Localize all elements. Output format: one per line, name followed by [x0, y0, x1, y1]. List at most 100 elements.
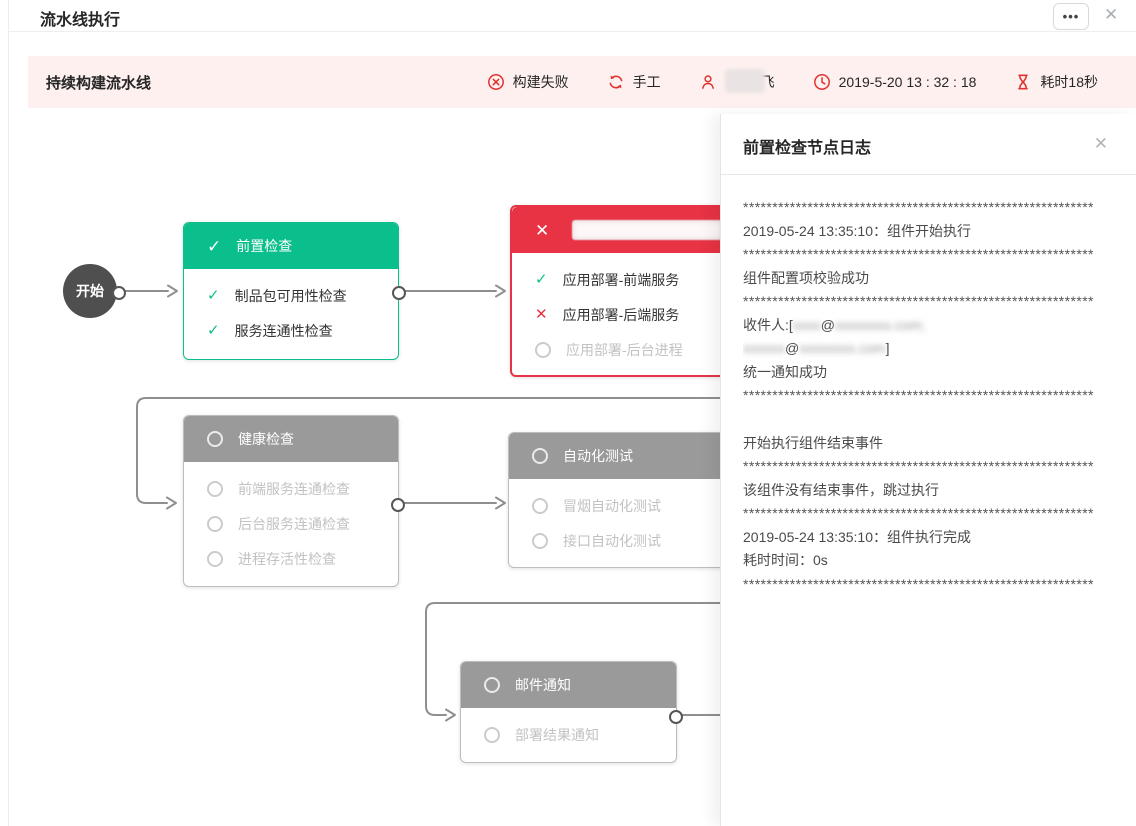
pending-circle-icon — [207, 431, 223, 447]
step-label: 后台服务连通检查 — [238, 515, 350, 532]
log-line: 2019-05-24 13:35:10：组件执行完成 — [743, 528, 971, 545]
pending-circle-icon — [207, 480, 223, 497]
build-result-item: 构建失败 — [487, 72, 569, 92]
node-step: ✓ 应用部署-前端服务 — [512, 262, 744, 297]
node-pre-check[interactable]: ✓ 前置检查 ✓ 制品包可用性检查 ✓ 服务连通性检查 — [183, 222, 399, 360]
log-text: 收件人:[ — [743, 316, 793, 333]
node-deploy-body: ✓ 应用部署-前端服务 ✕ 应用部署-后端服务 应用部署-后台进程 — [512, 253, 744, 367]
pending-circle-icon — [532, 532, 548, 549]
node-auto-test-header: 自动化测试 — [509, 433, 745, 479]
trigger-mode-label: 手工 — [632, 74, 661, 90]
log-line: 2019-05-24 13:35:10：组件开始执行 — [743, 222, 971, 239]
log-content: ****************************************… — [721, 175, 1136, 596]
log-separator: ****************************************… — [743, 505, 1094, 521]
step-label: 应用部署-后端服务 — [562, 306, 680, 323]
node-health-check[interactable]: 健康检查 前端服务连通检查 后台服务连通检查 进程存活性检查 — [183, 415, 399, 587]
log-line: 组件配置项校验成功 — [743, 269, 869, 286]
executor-item: 龙飞 — [699, 69, 775, 93]
duration-label: 耗时18秒 — [1040, 74, 1098, 90]
check-icon: ✓ — [207, 236, 222, 256]
log-panel-close-icon[interactable]: ✕ — [1093, 134, 1108, 153]
step-label: 应用部署-前端服务 — [562, 271, 680, 288]
step-label: 制品包可用性检查 — [234, 287, 347, 304]
check-icon: ✓ — [207, 322, 220, 339]
node-step: 接口自动化测试 — [509, 523, 745, 558]
log-line-recipients: 收件人:[xxxx@xxxxxxxx.com; — [743, 314, 1116, 338]
pending-circle-icon — [484, 726, 500, 743]
log-text: @ — [785, 340, 800, 356]
node-step: 前端服务连通检查 — [184, 471, 398, 506]
title-bar: 流水线执行 — [9, 0, 1136, 32]
start-node[interactable]: 开始 — [63, 264, 117, 318]
node-step: ✓ 制品包可用性检查 — [184, 278, 398, 313]
step-label: 进程存活性检查 — [238, 550, 336, 567]
log-separator: ****************************************… — [743, 575, 1094, 592]
log-separator: ****************************************… — [743, 293, 1094, 309]
start-node-label: 开始 — [76, 283, 104, 299]
node-title: 邮件通知 — [515, 677, 571, 693]
redacted-email: xxxxxx — [743, 340, 785, 356]
node-step: 应用部署-后台进程 — [512, 332, 744, 367]
run-time-label: 2019-5-20 13 : 32 : 18 — [838, 74, 977, 90]
build-result-label: 构建失败 — [512, 74, 569, 90]
node-auto-test-body: 冒烟自动化测试 接口自动化测试 — [509, 479, 745, 558]
build-meta-items: 构建失败 手工 龙飞 — [487, 69, 1136, 93]
log-separator: ****************************************… — [743, 199, 1094, 215]
node-health-check-header: 健康检查 — [184, 416, 398, 462]
step-label: 接口自动化测试 — [563, 532, 661, 549]
cross-icon: ✕ — [535, 306, 548, 323]
page-title: 流水线执行 — [40, 12, 121, 29]
node-step: 后台服务连通检查 — [184, 506, 398, 541]
node-log-panel: 前置检查节点日志 ✕ *****************************… — [720, 114, 1136, 826]
node-pre-check-body: ✓ 制品包可用性检查 ✓ 服务连通性检查 — [184, 269, 398, 348]
cross-icon: ✕ — [535, 220, 550, 240]
pending-circle-icon — [207, 550, 223, 567]
node-mail-notify[interactable]: 邮件通知 部署结果通知 — [460, 661, 677, 763]
check-icon: ✓ — [207, 287, 220, 304]
node-step: 进程存活性检查 — [184, 541, 398, 576]
pending-circle-icon — [532, 497, 548, 514]
pipeline-name: 持续构建流水线 — [46, 74, 152, 92]
log-separator: ****************************************… — [743, 246, 1094, 262]
log-panel-title: 前置检查节点日志 — [743, 140, 872, 157]
window-close-icon[interactable]: ✕ — [1104, 5, 1119, 24]
log-text: @ — [820, 316, 835, 333]
log-blank-line — [743, 408, 1116, 432]
redacted-email: xxxxxxxx.com — [799, 340, 886, 356]
log-panel-header: 前置检查节点日志 ✕ — [721, 114, 1136, 175]
redacted-name-blur — [724, 69, 765, 93]
node-pre-check-header: ✓ 前置检查 — [184, 223, 398, 269]
node-step: ✕ 应用部署-后端服务 — [512, 297, 744, 332]
node-health-check-body: 前端服务连通检查 后台服务连通检查 进程存活性检查 — [184, 462, 398, 576]
connector-dot — [669, 710, 683, 724]
node-step: ✓ 服务连通性检查 — [184, 313, 398, 348]
step-label: 前端服务连通检查 — [238, 480, 350, 497]
step-label: 部署结果通知 — [515, 726, 599, 743]
more-actions-button[interactable]: ••• — [1053, 3, 1089, 30]
node-auto-test[interactable]: 自动化测试 冒烟自动化测试 接口自动化测试 — [508, 432, 746, 568]
manual-trigger-icon — [609, 75, 623, 89]
log-line: 该组件没有结束事件，跳过执行 — [743, 481, 939, 498]
connector-dot — [392, 286, 406, 300]
run-time-item: 2019-5-20 13 : 32 : 18 — [813, 73, 977, 91]
build-failed-icon — [487, 74, 504, 90]
pipeline-canvas: 开始 ✓ 前置检查 ✓ 制品包可用性检查 ✓ 服务连通性检查 ✕ — [0, 108, 1136, 826]
node-step: 冒烟自动化测试 — [509, 488, 745, 523]
log-line: 统一通知成功 — [743, 363, 827, 380]
log-separator: ****************************************… — [743, 458, 1094, 474]
log-separator: ****************************************… — [743, 387, 1094, 403]
node-mail-notify-body: 部署结果通知 — [461, 708, 676, 752]
hourglass-icon — [1018, 74, 1029, 90]
node-deploy[interactable]: ✕ ✓ 应用部署-前端服务 ✕ 应用部署-后端服务 应用部署-后台进程 — [510, 205, 746, 377]
node-deploy-header: ✕ — [512, 207, 744, 253]
node-mail-notify-header: 邮件通知 — [461, 662, 676, 708]
redacted-title-blur — [572, 220, 722, 240]
step-label: 应用部署-后台进程 — [566, 341, 683, 358]
node-title: 自动化测试 — [563, 448, 633, 464]
pending-circle-icon — [532, 448, 548, 464]
redacted-email: xxxxxxxx.com; — [835, 316, 926, 333]
node-title: 前置检查 — [236, 238, 293, 254]
step-label: 服务连通性检查 — [234, 322, 333, 339]
pending-circle-icon — [535, 341, 551, 358]
